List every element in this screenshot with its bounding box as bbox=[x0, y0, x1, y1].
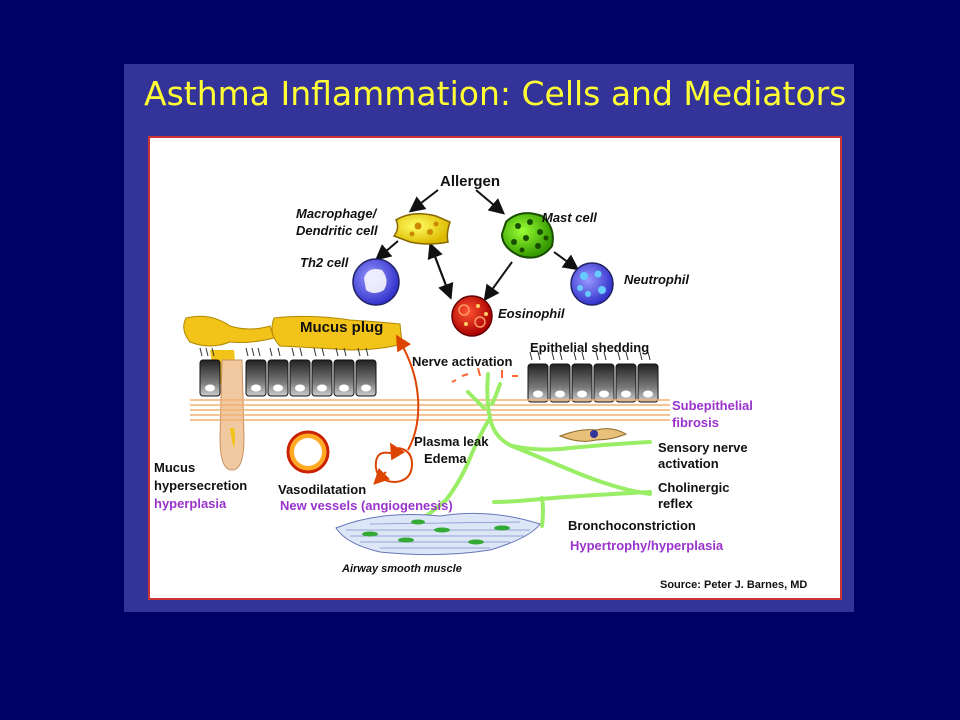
label-airway-smooth-muscle: Airway smooth muscle bbox=[342, 563, 462, 575]
allergen-arrows bbox=[374, 189, 580, 302]
label-macrophage-2: Dendritic cell bbox=[296, 223, 378, 238]
label-nerve-activation: Nerve activation bbox=[412, 354, 513, 369]
label-mucus: Mucus bbox=[154, 460, 196, 475]
label-macrophage-1: Macrophage/ bbox=[296, 206, 377, 221]
label-th2-cell: Th2 cell bbox=[300, 255, 349, 270]
label-sensory-activation: activation bbox=[658, 456, 719, 471]
th2-cell bbox=[352, 258, 400, 306]
label-bronchoconstriction: Bronchoconstriction bbox=[568, 518, 696, 533]
label-mast-cell: Mast cell bbox=[542, 210, 597, 225]
neutrophil-cell bbox=[570, 262, 614, 306]
eosinophil-cell bbox=[451, 295, 493, 337]
label-hypertrophy: Hypertrophy/hyperplasia bbox=[570, 538, 724, 553]
mast-cell bbox=[500, 212, 554, 259]
label-allergen: Allergen bbox=[440, 173, 501, 190]
label-sensory-nerve: Sensory nerve bbox=[658, 440, 748, 455]
nerve-sparks bbox=[451, 367, 518, 383]
smooth-muscle bbox=[335, 512, 541, 556]
epithelium-right bbox=[527, 351, 659, 403]
label-mucus-plug: Mucus plug bbox=[300, 319, 384, 336]
asthma-diagram bbox=[183, 189, 670, 556]
label-cholinergic-reflex: reflex bbox=[658, 496, 693, 511]
label-source: Source: Peter J. Barnes, MD bbox=[660, 579, 808, 591]
label-subepithelial: Subepithelial bbox=[672, 398, 753, 413]
label-edema: Edema bbox=[424, 451, 467, 466]
label-mucus-hyperplasia: hyperplasia bbox=[154, 496, 227, 511]
label-fibrosis: fibrosis bbox=[672, 415, 719, 430]
fibroblast bbox=[558, 428, 628, 442]
macrophage-cell bbox=[392, 213, 451, 245]
label-eosinophil: Eosinophil bbox=[498, 306, 565, 321]
label-neutrophil: Neutrophil bbox=[624, 272, 689, 287]
slide-title: Asthma Inflammation: Cells and Mediators bbox=[144, 74, 847, 113]
blood-vessel-ring bbox=[286, 430, 330, 474]
label-plasma-leak: Plasma leak bbox=[414, 434, 489, 449]
label-new-vessels: New vessels (angiogenesis) bbox=[280, 498, 453, 513]
label-epithelial-shedding: Epithelial shedding bbox=[530, 340, 650, 355]
plasma-leak bbox=[373, 334, 420, 485]
diagram-frame: Allergen Macrophage/ Dendritic cell Mast… bbox=[148, 136, 842, 600]
basement-membrane bbox=[190, 399, 670, 421]
label-cholinergic: Cholinergic bbox=[658, 480, 730, 495]
epithelium-left bbox=[199, 347, 377, 397]
label-mucus-hypersecretion: hypersecretion bbox=[154, 478, 248, 493]
label-vasodilatation: Vasodilatation bbox=[278, 482, 367, 497]
